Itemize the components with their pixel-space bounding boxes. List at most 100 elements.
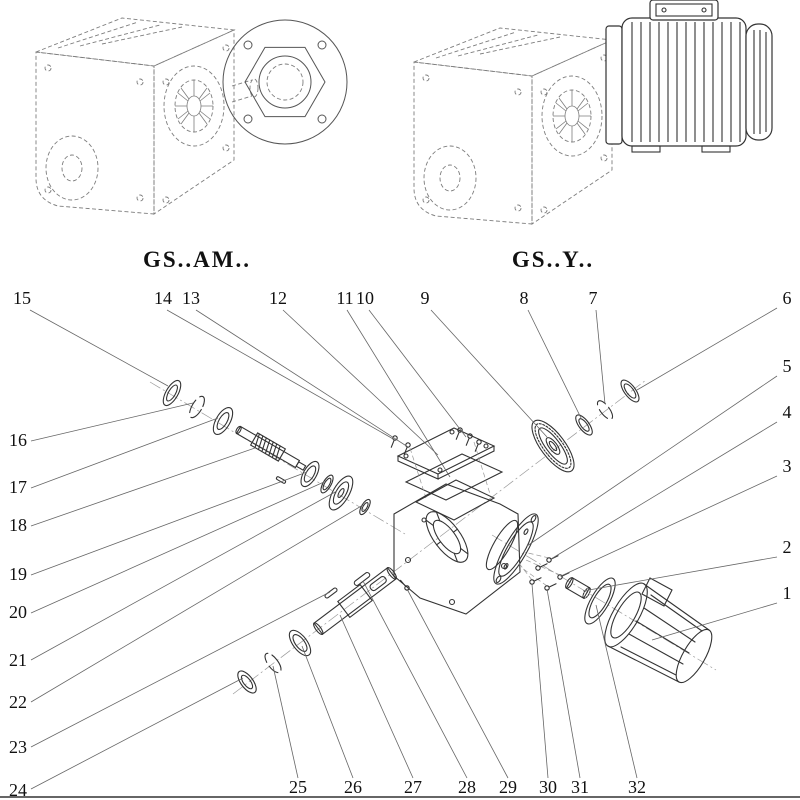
- part-1-motor: [604, 577, 713, 684]
- part-28-key: [353, 572, 371, 586]
- terminal-box: [649, 0, 719, 21]
- motor-flange: [605, 25, 623, 145]
- part-number-22: 22: [9, 692, 27, 712]
- part-number-25: 25: [289, 777, 307, 797]
- motor-foot: [631, 145, 661, 153]
- part-number-18: 18: [9, 515, 27, 535]
- leader-line-26: [301, 645, 354, 779]
- leader-line-13: [195, 309, 409, 448]
- part-number-29: 29: [499, 777, 517, 797]
- part-bolt: [534, 561, 549, 572]
- part-number-2: 2: [783, 537, 792, 557]
- leader-line-30: [531, 583, 549, 779]
- model-label-y: GS..Y..: [512, 247, 594, 272]
- flange-assembly-lines: [517, 551, 561, 587]
- motor-drawing: [605, 0, 773, 153]
- part-11-gasket: [404, 453, 504, 501]
- leader-line-28: [362, 580, 468, 779]
- leader-line-29: [406, 588, 509, 779]
- leader-line-21: [30, 490, 338, 661]
- part-number-4: 4: [783, 402, 792, 422]
- leader-line-3: [560, 475, 778, 577]
- leader-line-7: [595, 309, 606, 405]
- part-number-6: 6: [783, 288, 792, 308]
- leader-line-12: [282, 309, 439, 456]
- part-number-17: 17: [9, 477, 27, 497]
- part-number-10: 10: [356, 288, 374, 308]
- motor-axis-centerline: [491, 534, 717, 671]
- part-8-washer: [575, 414, 593, 436]
- leader-line-11: [346, 309, 451, 478]
- part-pin: [275, 476, 287, 484]
- leader-line-18: [30, 447, 256, 527]
- part-number-15: 15: [13, 288, 31, 308]
- figure-gearbox-y: [413, 0, 773, 225]
- leader-line-4: [550, 421, 778, 560]
- leader-line-1: [651, 602, 778, 641]
- part-9-gear: [531, 419, 575, 473]
- part-12-cover-plate: [396, 427, 496, 480]
- leader-line-31: [546, 588, 581, 779]
- figure-gearbox-am: [35, 17, 348, 215]
- cover-assembly-lines: [409, 441, 491, 499]
- output-axis-centerline: [232, 379, 647, 695]
- part-number-5: 5: [783, 356, 792, 376]
- part-number-30: 30: [539, 777, 557, 797]
- leader-line-10: [368, 309, 467, 438]
- leader-line-17: [30, 417, 219, 489]
- part-30-screw: [528, 575, 543, 586]
- part-27-output-shaft: [313, 566, 397, 636]
- part-number-9: 9: [421, 288, 430, 308]
- fan-cover: [745, 23, 773, 141]
- part-number-7: 7: [589, 288, 598, 308]
- motor-foot: [701, 145, 731, 153]
- part-15-oil-seal: [162, 379, 182, 407]
- leader-line-6: [636, 307, 778, 391]
- part-2-motor-pinion: [565, 577, 591, 599]
- part-23-key: [324, 587, 338, 599]
- gearbox-housing-drawing: [35, 17, 235, 215]
- output-flange-drawing: [222, 19, 348, 145]
- model-label-am: GS..AM..: [143, 247, 251, 272]
- part-number-14: 14: [154, 288, 172, 308]
- part-31-screw: [543, 581, 558, 592]
- part-number-12: 12: [269, 288, 287, 308]
- leader-line-9: [430, 309, 548, 438]
- part-number-20: 20: [9, 602, 27, 622]
- leader-line-20: [30, 481, 325, 614]
- shaft-end: [249, 78, 259, 98]
- part-25-circlip: [264, 652, 282, 674]
- part-number-11: 11: [336, 288, 353, 308]
- leader-line-25: [272, 665, 299, 779]
- part-26-bearing: [288, 629, 312, 657]
- part-3-bolt: [556, 570, 571, 581]
- part-number-8: 8: [520, 288, 529, 308]
- part-32-motor-adapter: [584, 577, 616, 625]
- part-number-13: 13: [182, 288, 200, 308]
- part-24-washer: [237, 670, 257, 694]
- part-number-1: 1: [783, 583, 792, 603]
- part-number-3: 3: [783, 456, 792, 476]
- gearbox-housing-drawing: [413, 27, 613, 225]
- part-16-circlip: [189, 395, 205, 419]
- exploded-view: [149, 379, 717, 695]
- part-17-bearing: [212, 406, 234, 436]
- leader-line-14: [166, 309, 396, 441]
- part-number-27: 27: [404, 777, 422, 797]
- leader-line-22: [30, 504, 364, 703]
- leader-line-16: [30, 402, 194, 442]
- callout-leader-lines: [29, 307, 778, 790]
- motor-terminal-box: [641, 577, 673, 607]
- part-21-washer-disc: [328, 475, 354, 511]
- input-shaft-lines: [231, 79, 253, 103]
- part-number-21: 21: [9, 650, 27, 670]
- part-housing: [393, 479, 521, 615]
- part-10-bolt: [472, 438, 483, 453]
- leader-line-2: [582, 556, 778, 592]
- part-29-bolt: [398, 578, 411, 592]
- part-number-23: 23: [9, 737, 27, 757]
- part-6-ring: [620, 379, 640, 403]
- terminal-box-lid: [655, 3, 713, 17]
